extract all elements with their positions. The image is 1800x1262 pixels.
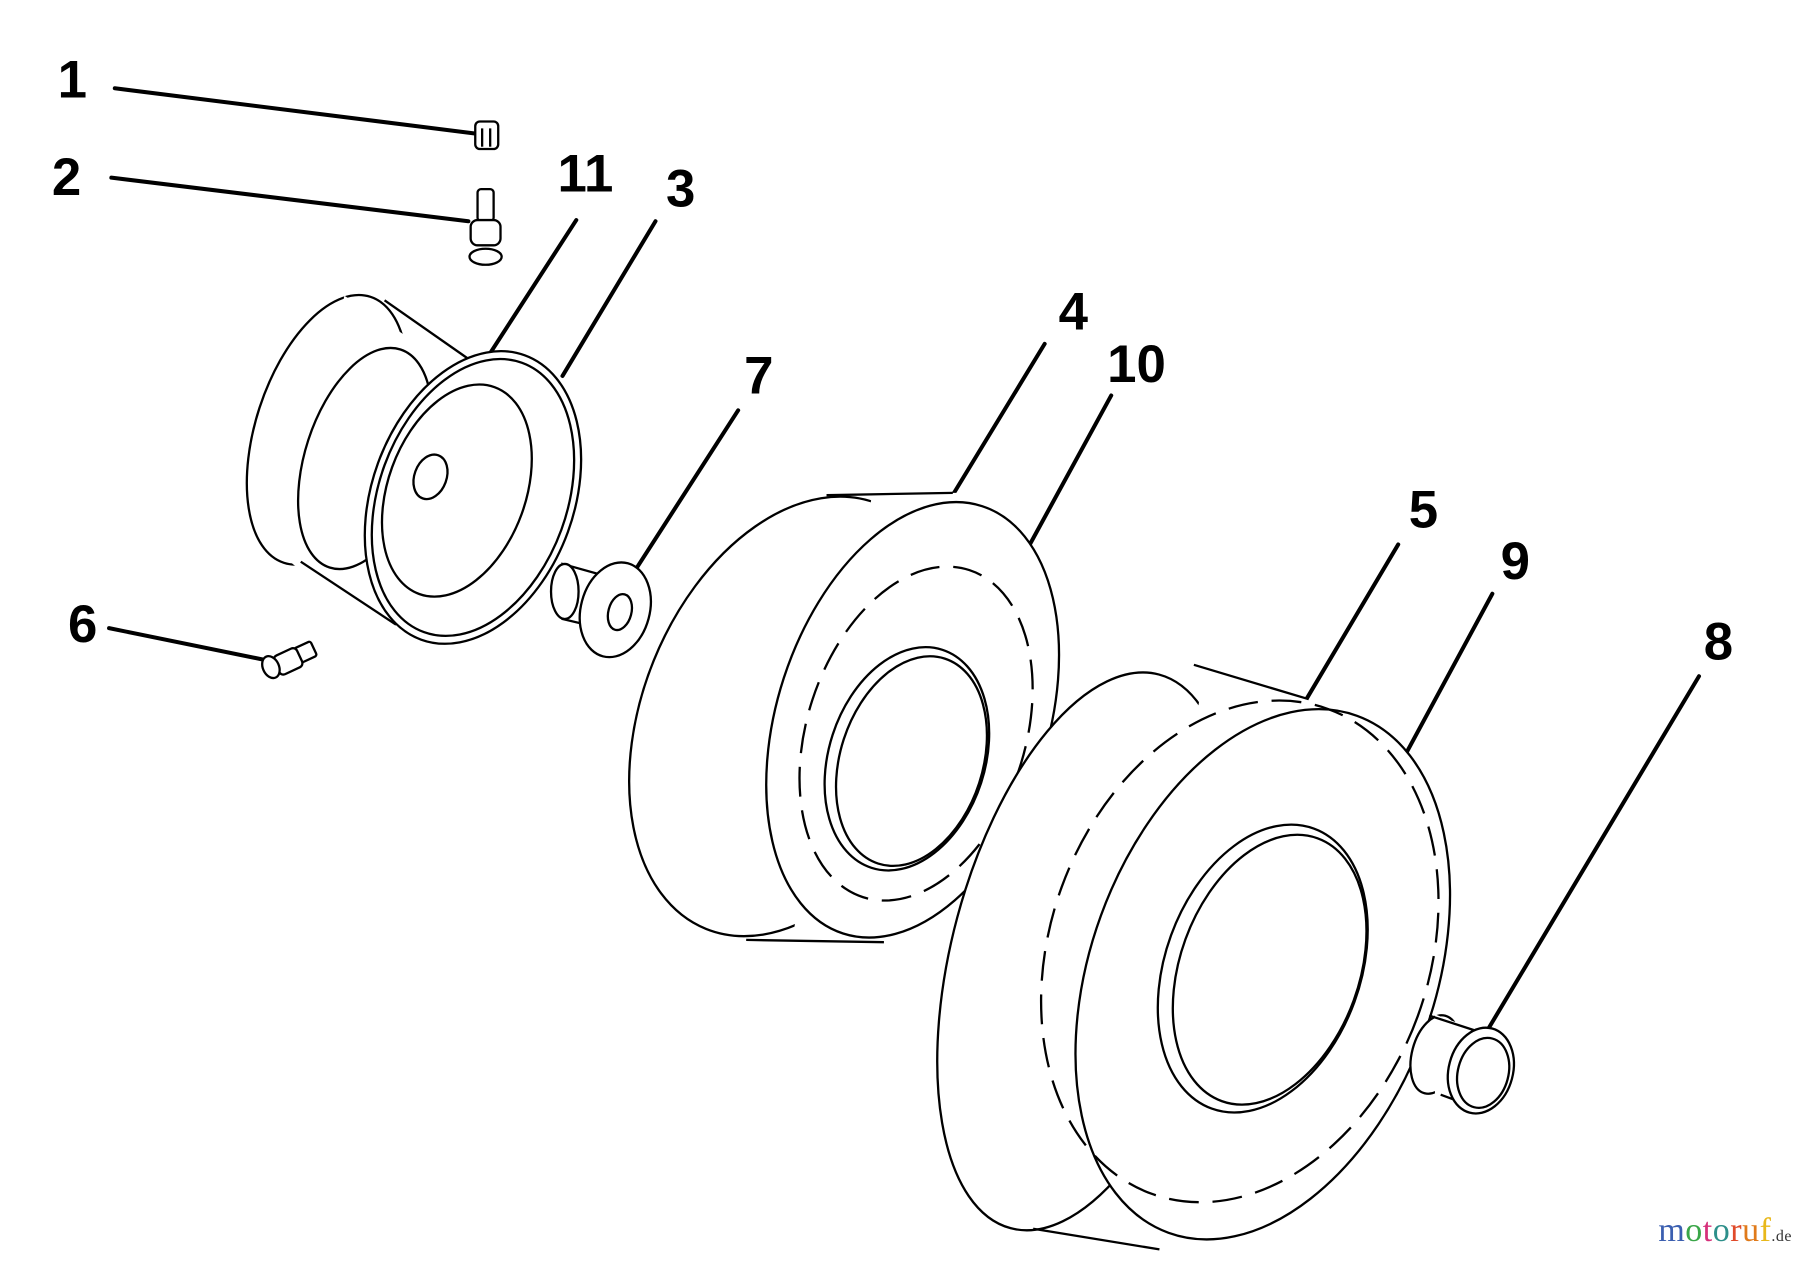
- leader-line-7: [632, 408, 741, 573]
- valve-cap-part: [474, 120, 500, 151]
- hub-cap-part: [1409, 1014, 1516, 1115]
- watermark-letter: o: [1712, 1212, 1731, 1249]
- callout-5: 5: [1409, 481, 1438, 540]
- leader-line-8: [1484, 674, 1701, 1034]
- callout-11: 11: [558, 145, 614, 204]
- watermark-letter: r: [1730, 1212, 1743, 1249]
- motoruf-watermark: motoruf.de: [1658, 1212, 1792, 1250]
- watermark-letter: u: [1742, 1212, 1760, 1249]
- callout-1: 1: [58, 51, 87, 110]
- leader-line-9: [1404, 591, 1495, 756]
- watermark-letter: o: [1685, 1212, 1703, 1249]
- leader-line-5: [1304, 542, 1401, 702]
- leader-line-6: [107, 626, 269, 663]
- grease-fitting-part: [261, 640, 318, 680]
- leader-line-2: [109, 175, 471, 224]
- callout-9: 9: [1501, 532, 1530, 591]
- leader-line-10: [1019, 393, 1114, 562]
- leader-line-4: [948, 341, 1047, 501]
- watermark-tld: .de: [1771, 1228, 1792, 1245]
- callout-10: 10: [1107, 335, 1166, 394]
- rim-part: [245, 293, 583, 645]
- callout-2: 2: [52, 148, 81, 207]
- leader-line-1: [112, 86, 482, 137]
- valve-stem-part: [468, 187, 503, 266]
- leader-line-11: [477, 218, 579, 372]
- callout-8: 8: [1704, 612, 1733, 671]
- front-tire-part: [628, 491, 1061, 944]
- leader-line-3: [560, 219, 658, 378]
- callout-3: 3: [666, 160, 695, 219]
- watermark-letter: m: [1658, 1212, 1686, 1249]
- watermark-letter: t: [1702, 1212, 1713, 1249]
- leader-lines: [107, 86, 1701, 1034]
- callout-4: 4: [1059, 282, 1089, 341]
- spacer-part: [549, 561, 652, 659]
- watermark-letter: f: [1759, 1212, 1772, 1249]
- callout-7: 7: [744, 346, 773, 405]
- callout-6: 6: [68, 595, 97, 654]
